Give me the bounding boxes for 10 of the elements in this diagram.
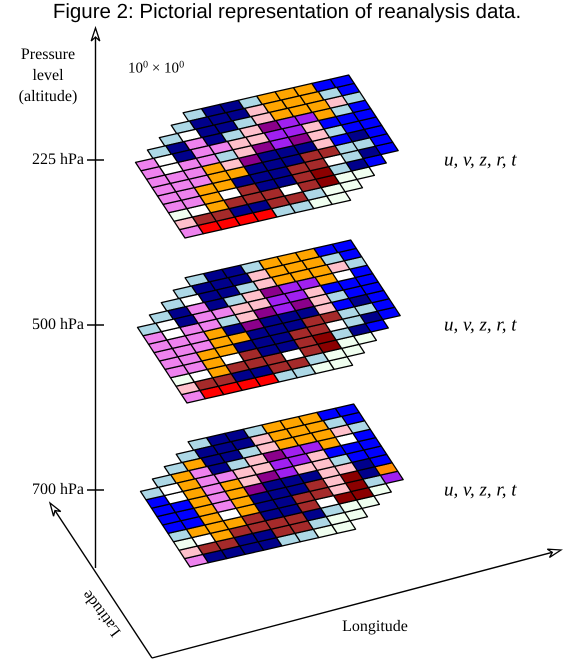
variable-label: u, v, z, r, t	[444, 150, 516, 170]
variable-label: u, v, z, r, t	[444, 316, 516, 334]
axis-label: Pressure level (altitude)	[18, 44, 78, 106]
figure-title: Figure 2: Pictorial representation of reanalysis data.	[52, 1, 522, 24]
tick-label: 700 hPa	[32, 482, 84, 498]
tick-label: 500 hPa	[32, 317, 84, 333]
variable-label: u, v, z, r, t	[444, 480, 516, 500]
tick-label: 225 hPa	[32, 152, 84, 168]
resolution-label: 10$^{0}$ × 10$^{0}$	[128, 62, 184, 76]
axis-label: Longitude	[342, 619, 408, 635]
